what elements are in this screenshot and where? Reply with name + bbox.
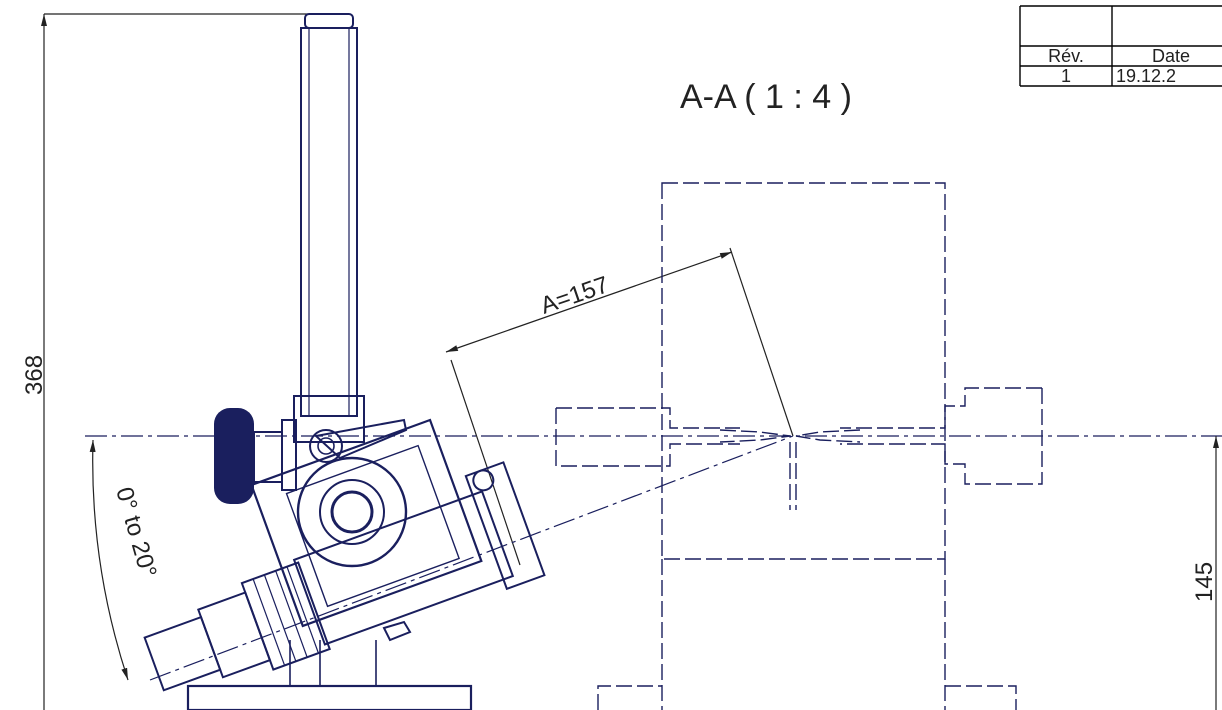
dimension-axis-height: 145 — [1191, 436, 1219, 710]
phantom-housing — [555, 182, 1043, 710]
pivot-wheel — [296, 456, 408, 568]
dimension-total-height: 368 — [21, 13, 320, 710]
base-plate — [186, 640, 473, 710]
dimension-tilt-angle: 0° to 20° — [89, 439, 162, 681]
revision-cell-rev: 1 — [1061, 66, 1071, 86]
revision-header-rev: Rév. — [1048, 46, 1084, 66]
dimension-tilt-angle-label: 0° to 20° — [110, 484, 161, 580]
tilted-axis-centerline — [149, 435, 794, 681]
section-label: A-A ( 1 : 4 ) — [680, 78, 852, 116]
lens-arm — [292, 461, 546, 646]
dimension-total-height-label: 368 — [21, 355, 48, 395]
revision-cell-date: 19.12.2 — [1116, 66, 1176, 86]
dimension-arm-distance-label: A=157 — [537, 271, 612, 319]
dimension-arm-distance: A=157 — [445, 247, 794, 566]
knurled-knob — [214, 408, 297, 504]
tilt-bracket — [250, 418, 483, 628]
dimension-axis-height-label: 145 — [1191, 562, 1218, 602]
lock-lever — [382, 620, 412, 642]
revision-table: Rév. Date 1 19.12.2 — [1019, 5, 1222, 87]
vertical-column — [293, 13, 365, 443]
clamp-lever — [309, 418, 408, 463]
revision-header-date: Date — [1152, 46, 1190, 66]
